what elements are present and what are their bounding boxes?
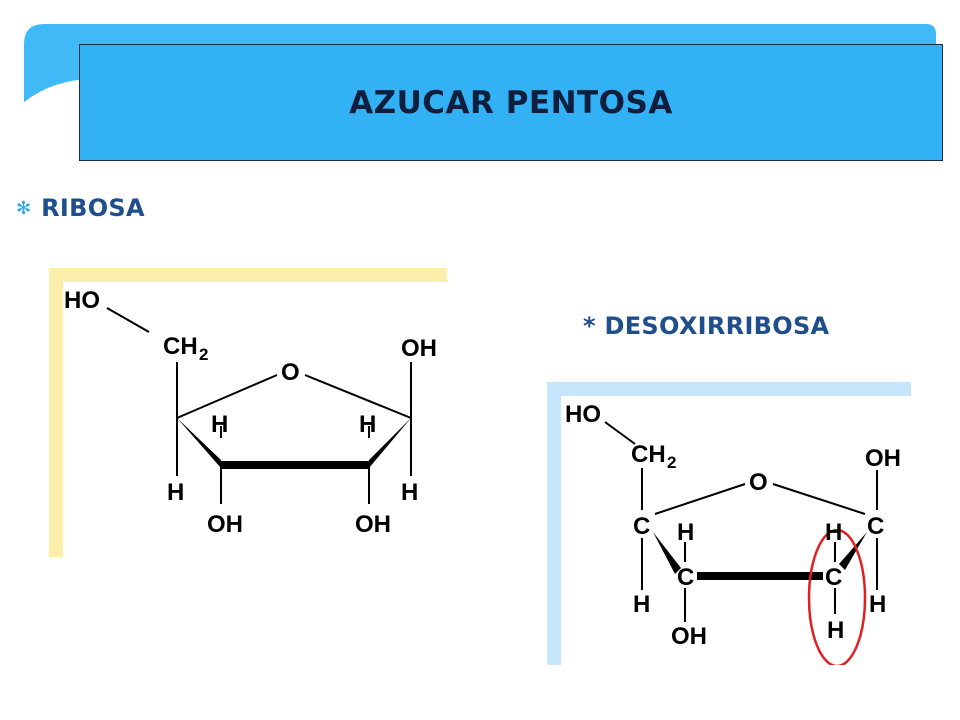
ribosa-atom-h-right-down: H xyxy=(401,479,418,506)
highlight-oval xyxy=(807,528,867,665)
deso-atom-h-left-up: H xyxy=(677,519,694,546)
ribosa-label: RIBOSA xyxy=(41,194,145,222)
deso-atom-ch2: CH xyxy=(631,441,666,468)
ribosa-bullet: ✻ RIBOSA xyxy=(16,194,145,222)
ribosa-atom-h-right-up: H xyxy=(359,411,376,438)
ribosa-structure-diagram: HO CH 2 O OH H H H H OH OH xyxy=(49,268,447,557)
deso-atom-oh-top: OH xyxy=(865,445,901,472)
ribosa-atom-ho: HO xyxy=(64,287,100,314)
ribosa-atom-ch2: CH xyxy=(163,333,198,360)
deso-atom-c-right: C xyxy=(867,513,884,540)
deso-atom-ring-oxygen: O xyxy=(749,469,768,496)
ribosa-atom-oh-right-bottom: OH xyxy=(355,511,391,538)
ribosa-panel-background xyxy=(49,268,447,557)
ribosa-atom-h-left-down: H xyxy=(167,479,184,506)
desoxirribosa-structure-diagram: HO CH 2 O OH C C H H C C H H OH H xyxy=(547,382,911,665)
deso-atom-c-bottom-right: C xyxy=(825,564,842,591)
title-box: AZUCAR PENTOSA xyxy=(79,44,943,161)
deso-atom-h-left-down: H xyxy=(633,591,650,618)
deso-atom-oh-bottom: OH xyxy=(671,623,707,650)
deso-atom-h-right-up: H xyxy=(825,519,842,546)
ribosa-atom-ring-oxygen: O xyxy=(281,359,300,386)
deso-atom-h-bottom: H xyxy=(827,617,844,644)
ribosa-atom-ch2-subscript: 2 xyxy=(199,345,208,364)
slide-title: AZUCAR PENTOSA xyxy=(349,84,673,121)
deso-atom-ch2-subscript: 2 xyxy=(667,453,676,472)
desoxirribosa-label: * DESOXIRRIBOSA xyxy=(583,312,830,340)
deso-atom-ho: HO xyxy=(565,401,601,428)
asterisk-bullet-icon: ✻ xyxy=(16,198,32,218)
ribosa-atom-oh-left-bottom: OH xyxy=(207,511,243,538)
deso-atom-h-right-down: H xyxy=(869,591,886,618)
desoxirribosa-panel-background xyxy=(547,382,911,665)
deso-atom-c-bottom-left: C xyxy=(677,564,694,591)
ribosa-atom-h-left-up: H xyxy=(211,411,228,438)
deso-atom-c-left: C xyxy=(633,513,650,540)
ribosa-atom-oh-top: OH xyxy=(401,335,437,362)
